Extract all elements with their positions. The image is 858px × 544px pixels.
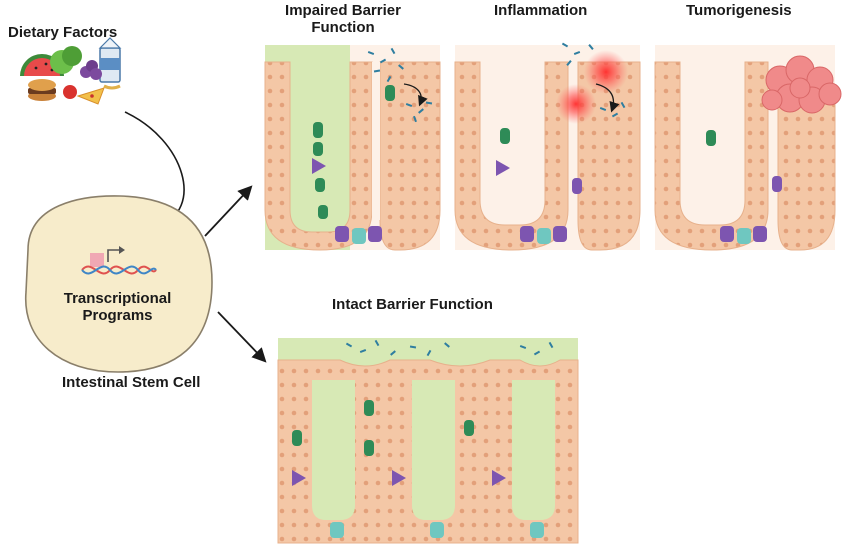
stem-cell [25, 195, 213, 373]
food-icon [20, 37, 122, 105]
label-intestinal-stem-cell: Intestinal Stem Cell [62, 374, 201, 391]
label-tumorigenesis: Tumorigenesis [686, 2, 792, 19]
panel-impaired-barrier [264, 45, 441, 251]
label-transcriptional-line2: Programs [82, 307, 153, 324]
tumor-icon [761, 55, 842, 114]
dna-icon [81, 246, 157, 275]
arrow-to-impaired [204, 185, 253, 237]
label-transcriptional-programs: Transcriptional Programs [55, 290, 180, 324]
label-impaired-line2: Function [311, 19, 375, 36]
label-impaired-line1: Impaired Barrier [285, 2, 401, 19]
panel-inflammation [454, 42, 641, 251]
panel-tumorigenesis [654, 45, 842, 251]
label-inflammation: Inflammation [494, 2, 588, 19]
label-transcriptional-line1: Transcriptional [63, 290, 172, 307]
panel-intact-barrier [277, 338, 579, 544]
arrow-to-intact [217, 311, 267, 363]
label-dietary-factors: Dietary Factors [8, 24, 118, 41]
label-impaired-barrier: Impaired Barrier Function [268, 2, 418, 36]
label-intact-barrier: Intact Barrier Function [332, 296, 493, 313]
bacteria-icon [367, 47, 433, 123]
